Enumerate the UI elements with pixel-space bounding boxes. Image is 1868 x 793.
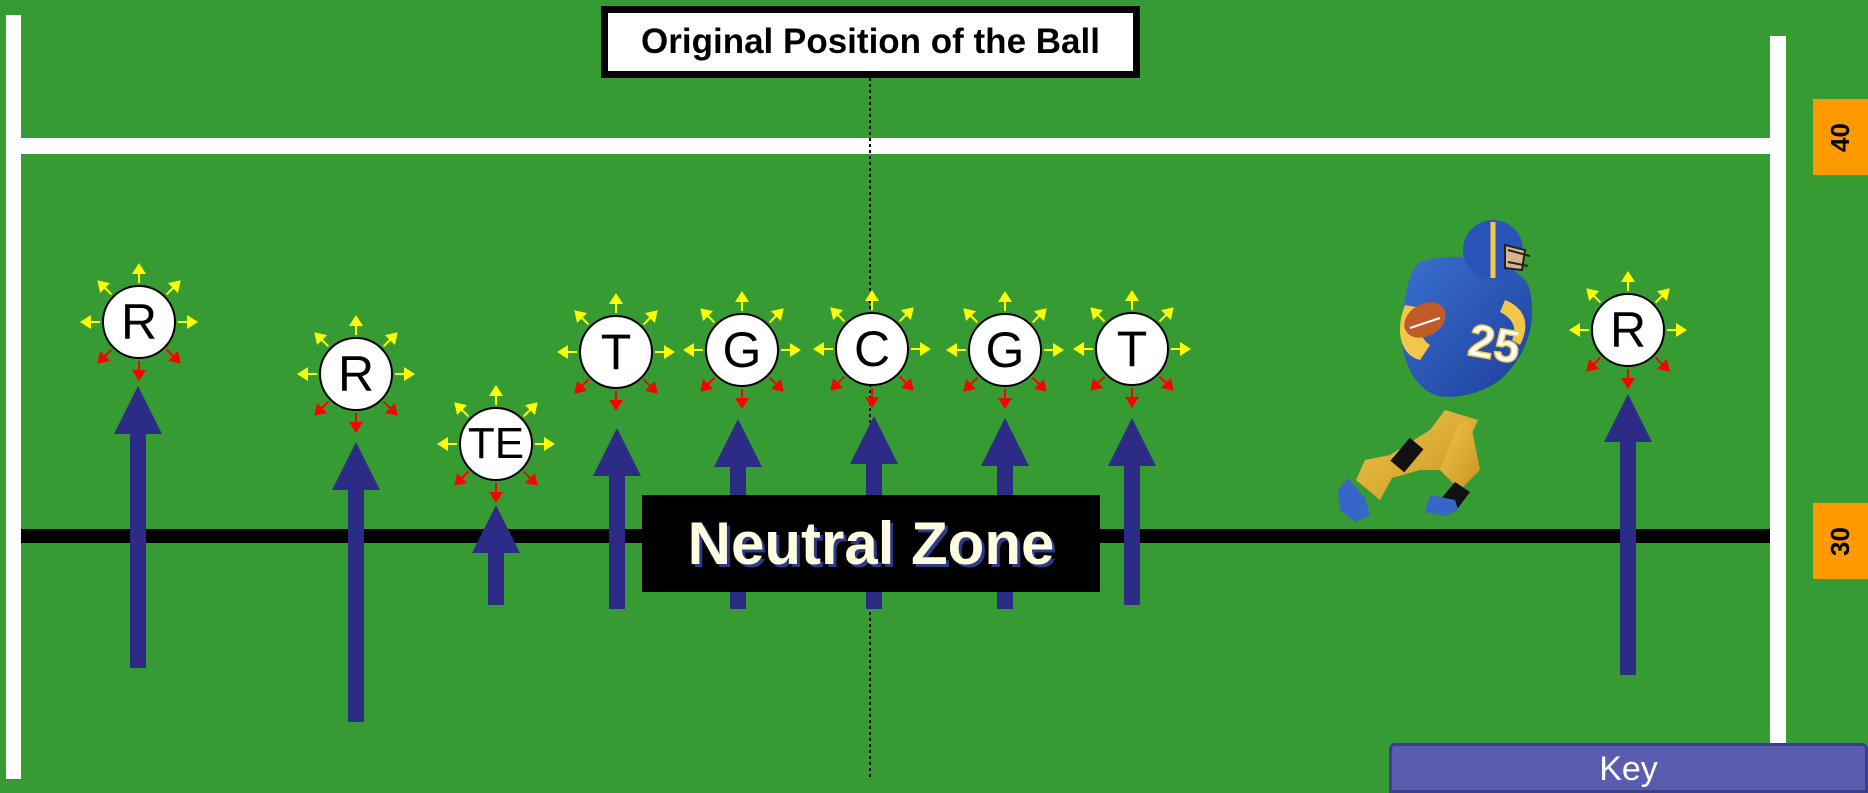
direction-arrow-tight-end-3 — [454, 402, 470, 418]
direction-arrow-guard-right-1 — [1031, 308, 1047, 324]
movement-arrow-receiver-right — [1604, 394, 1652, 675]
direction-arrow-receiver-left-1-1 — [165, 280, 181, 296]
direction-arrow-center-7 — [898, 375, 914, 391]
movement-arrow-receiver-left-1 — [114, 386, 162, 668]
direction-arrow-tackle-right-3 — [1090, 307, 1106, 323]
direction-arrow-receiver-right-0 — [1667, 323, 1687, 337]
running-back-illustration: 25 — [1338, 220, 1533, 522]
direction-arrow-tight-end-7 — [522, 470, 538, 486]
direction-arrow-guard-left-7 — [768, 376, 784, 392]
original-ball-position-label: Original Position of the Ball — [601, 6, 1140, 78]
direction-arrow-receiver-left-1-4 — [80, 315, 100, 329]
direction-arrow-receiver-right-5 — [1586, 356, 1602, 372]
direction-arrow-guard-right-7 — [1031, 376, 1047, 392]
direction-arrow-tackle-left-7 — [642, 378, 658, 394]
direction-arrow-receiver-left-2-2 — [349, 315, 363, 335]
left-boundary-line — [6, 15, 21, 779]
key-panel-header[interactable]: Key — [1389, 743, 1868, 793]
yard-line — [21, 138, 1770, 154]
player-receiver-left-2: R — [319, 337, 393, 411]
direction-arrow-receiver-left-2-1 — [382, 332, 398, 348]
direction-arrow-receiver-right-6 — [1621, 369, 1635, 389]
direction-arrow-receiver-left-2-6 — [349, 413, 363, 433]
player-tight-end: TE — [459, 407, 533, 481]
direction-arrow-guard-right-5 — [963, 376, 979, 392]
direction-arrow-tackle-right-5 — [1090, 375, 1106, 391]
direction-arrow-tackle-right-7 — [1158, 375, 1174, 391]
direction-arrow-receiver-left-1-6 — [132, 361, 146, 381]
direction-arrow-receiver-right-3 — [1586, 288, 1602, 304]
direction-arrow-tight-end-6 — [489, 483, 503, 503]
right-boundary-line — [1770, 36, 1786, 779]
direction-arrow-center-1 — [898, 307, 914, 323]
direction-arrow-tackle-left-0 — [655, 345, 675, 359]
direction-arrow-receiver-left-2-5 — [314, 400, 330, 416]
direction-arrow-guard-left-6 — [735, 389, 749, 409]
player-guard-right: G — [968, 313, 1042, 387]
direction-arrow-tight-end-0 — [535, 437, 555, 451]
direction-arrow-receiver-left-2-0 — [395, 367, 415, 381]
direction-arrow-tackle-right-4 — [1073, 342, 1093, 356]
direction-arrow-guard-right-4 — [946, 343, 966, 357]
direction-arrow-guard-left-0 — [781, 343, 801, 357]
direction-arrow-tight-end-5 — [454, 470, 470, 486]
direction-arrow-guard-left-3 — [700, 308, 716, 324]
player-receiver-left-1: R — [102, 285, 176, 359]
direction-arrow-receiver-right-4 — [1569, 323, 1589, 337]
direction-arrow-receiver-left-2-3 — [314, 332, 330, 348]
player-tackle-left: T — [579, 315, 653, 389]
direction-arrow-guard-right-3 — [963, 308, 979, 324]
direction-arrow-tackle-left-1 — [642, 310, 658, 326]
yard-marker-40: 40 — [1813, 99, 1868, 175]
direction-arrow-guard-left-2 — [735, 291, 749, 311]
direction-arrow-center-5 — [830, 375, 846, 391]
direction-arrow-center-4 — [813, 342, 833, 356]
direction-arrow-center-3 — [830, 307, 846, 323]
direction-arrow-tight-end-2 — [489, 385, 503, 405]
direction-arrow-receiver-left-1-2 — [132, 263, 146, 283]
direction-arrow-receiver-right-7 — [1654, 356, 1670, 372]
direction-arrow-receiver-right-1 — [1654, 288, 1670, 304]
direction-arrow-guard-left-1 — [768, 308, 784, 324]
yard-marker-30: 30 — [1813, 503, 1868, 579]
svg-text:25: 25 — [1465, 313, 1524, 373]
direction-arrow-tackle-left-6 — [609, 391, 623, 411]
direction-arrow-tight-end-4 — [437, 437, 457, 451]
direction-arrow-receiver-left-1-7 — [165, 348, 181, 364]
movement-arrow-tackle-right — [1108, 418, 1156, 605]
direction-arrow-receiver-left-2-7 — [382, 400, 398, 416]
direction-arrow-tackle-right-1 — [1158, 307, 1174, 323]
direction-arrow-tackle-right-2 — [1125, 290, 1139, 310]
direction-arrow-guard-right-0 — [1044, 343, 1064, 357]
direction-arrow-tackle-left-2 — [609, 293, 623, 313]
neutral-zone-label: Neutral Zone — [687, 510, 1055, 577]
direction-arrow-guard-left-5 — [700, 376, 716, 392]
movement-arrow-tight-end — [472, 505, 520, 605]
direction-arrow-receiver-left-2-4 — [297, 367, 317, 381]
movement-arrow-receiver-left-2 — [332, 442, 380, 722]
neutral-zone-label-box: Neutral Zone — [642, 495, 1100, 592]
direction-arrow-center-6 — [865, 388, 879, 408]
player-tackle-right: T — [1095, 312, 1169, 386]
direction-arrow-tight-end-1 — [522, 402, 538, 418]
direction-arrow-guard-right-6 — [998, 389, 1012, 409]
direction-arrow-tackle-left-3 — [574, 310, 590, 326]
player-receiver-right: R — [1591, 293, 1665, 367]
direction-arrow-tackle-right-0 — [1171, 342, 1191, 356]
direction-arrow-guard-left-4 — [683, 343, 703, 357]
direction-arrow-receiver-left-1-5 — [97, 348, 113, 364]
movement-arrow-tackle-left — [593, 428, 641, 609]
player-center: C — [835, 312, 909, 386]
direction-arrow-receiver-right-2 — [1621, 271, 1635, 291]
direction-arrow-tackle-right-6 — [1125, 388, 1139, 408]
direction-arrow-tackle-left-4 — [557, 345, 577, 359]
direction-arrow-receiver-left-1-0 — [178, 315, 198, 329]
direction-arrow-center-2 — [865, 290, 879, 310]
direction-arrow-center-0 — [911, 342, 931, 356]
player-guard-left: G — [705, 313, 779, 387]
direction-arrow-tackle-left-5 — [574, 378, 590, 394]
direction-arrow-guard-right-2 — [998, 291, 1012, 311]
direction-arrow-receiver-left-1-3 — [97, 280, 113, 296]
